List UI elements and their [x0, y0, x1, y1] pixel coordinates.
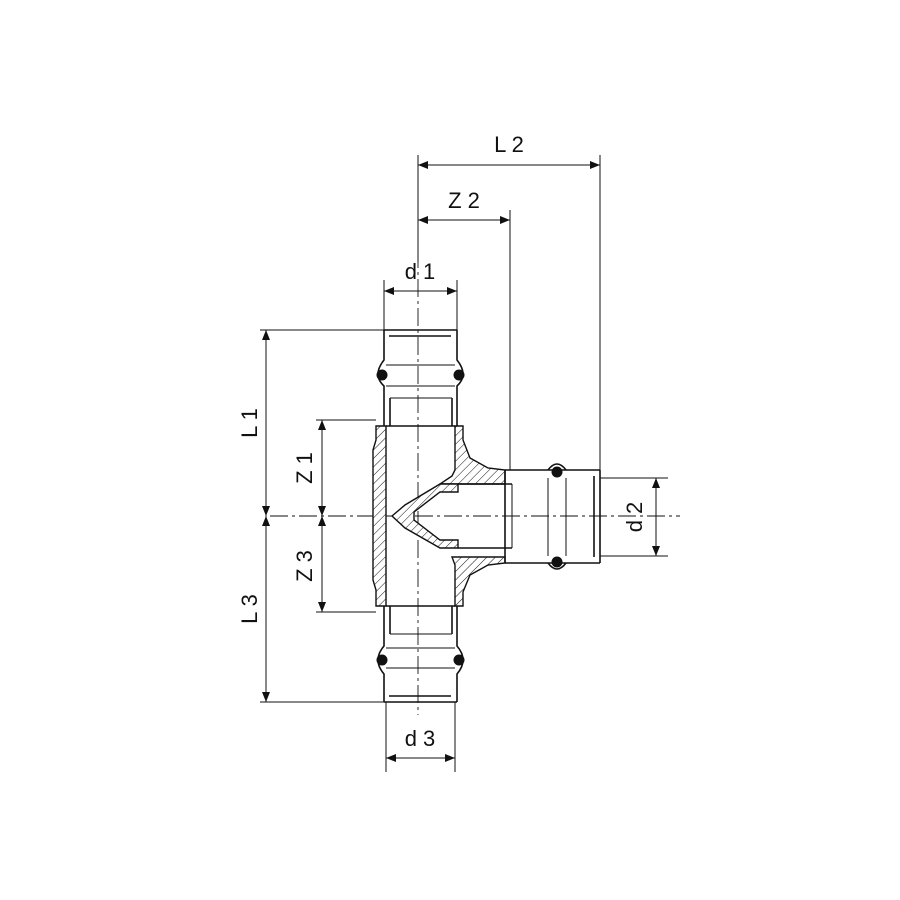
label-d2: d 2 [622, 502, 647, 533]
wall-section-hatching [372, 425, 506, 607]
label-Z1: Z 1 [292, 452, 317, 484]
label-L3: L 3 [237, 594, 262, 624]
dimension-lines [262, 161, 660, 762]
branch-body [458, 463, 601, 570]
o-rings [376, 369, 563, 666]
dimension-labels: L 2 Z 2 d 1 d 3 L 1 L 3 Z 1 Z 3 d 2 [237, 132, 647, 751]
label-Z3: Z 3 [292, 550, 317, 582]
label-d1: d 1 [405, 259, 436, 284]
label-L2: L 2 [494, 132, 524, 157]
label-d3: d 3 [405, 726, 436, 751]
label-Z2: Z 2 [448, 188, 480, 213]
label-L1: L 1 [237, 408, 262, 438]
center-lines [270, 250, 680, 715]
extension-lines [260, 155, 668, 772]
